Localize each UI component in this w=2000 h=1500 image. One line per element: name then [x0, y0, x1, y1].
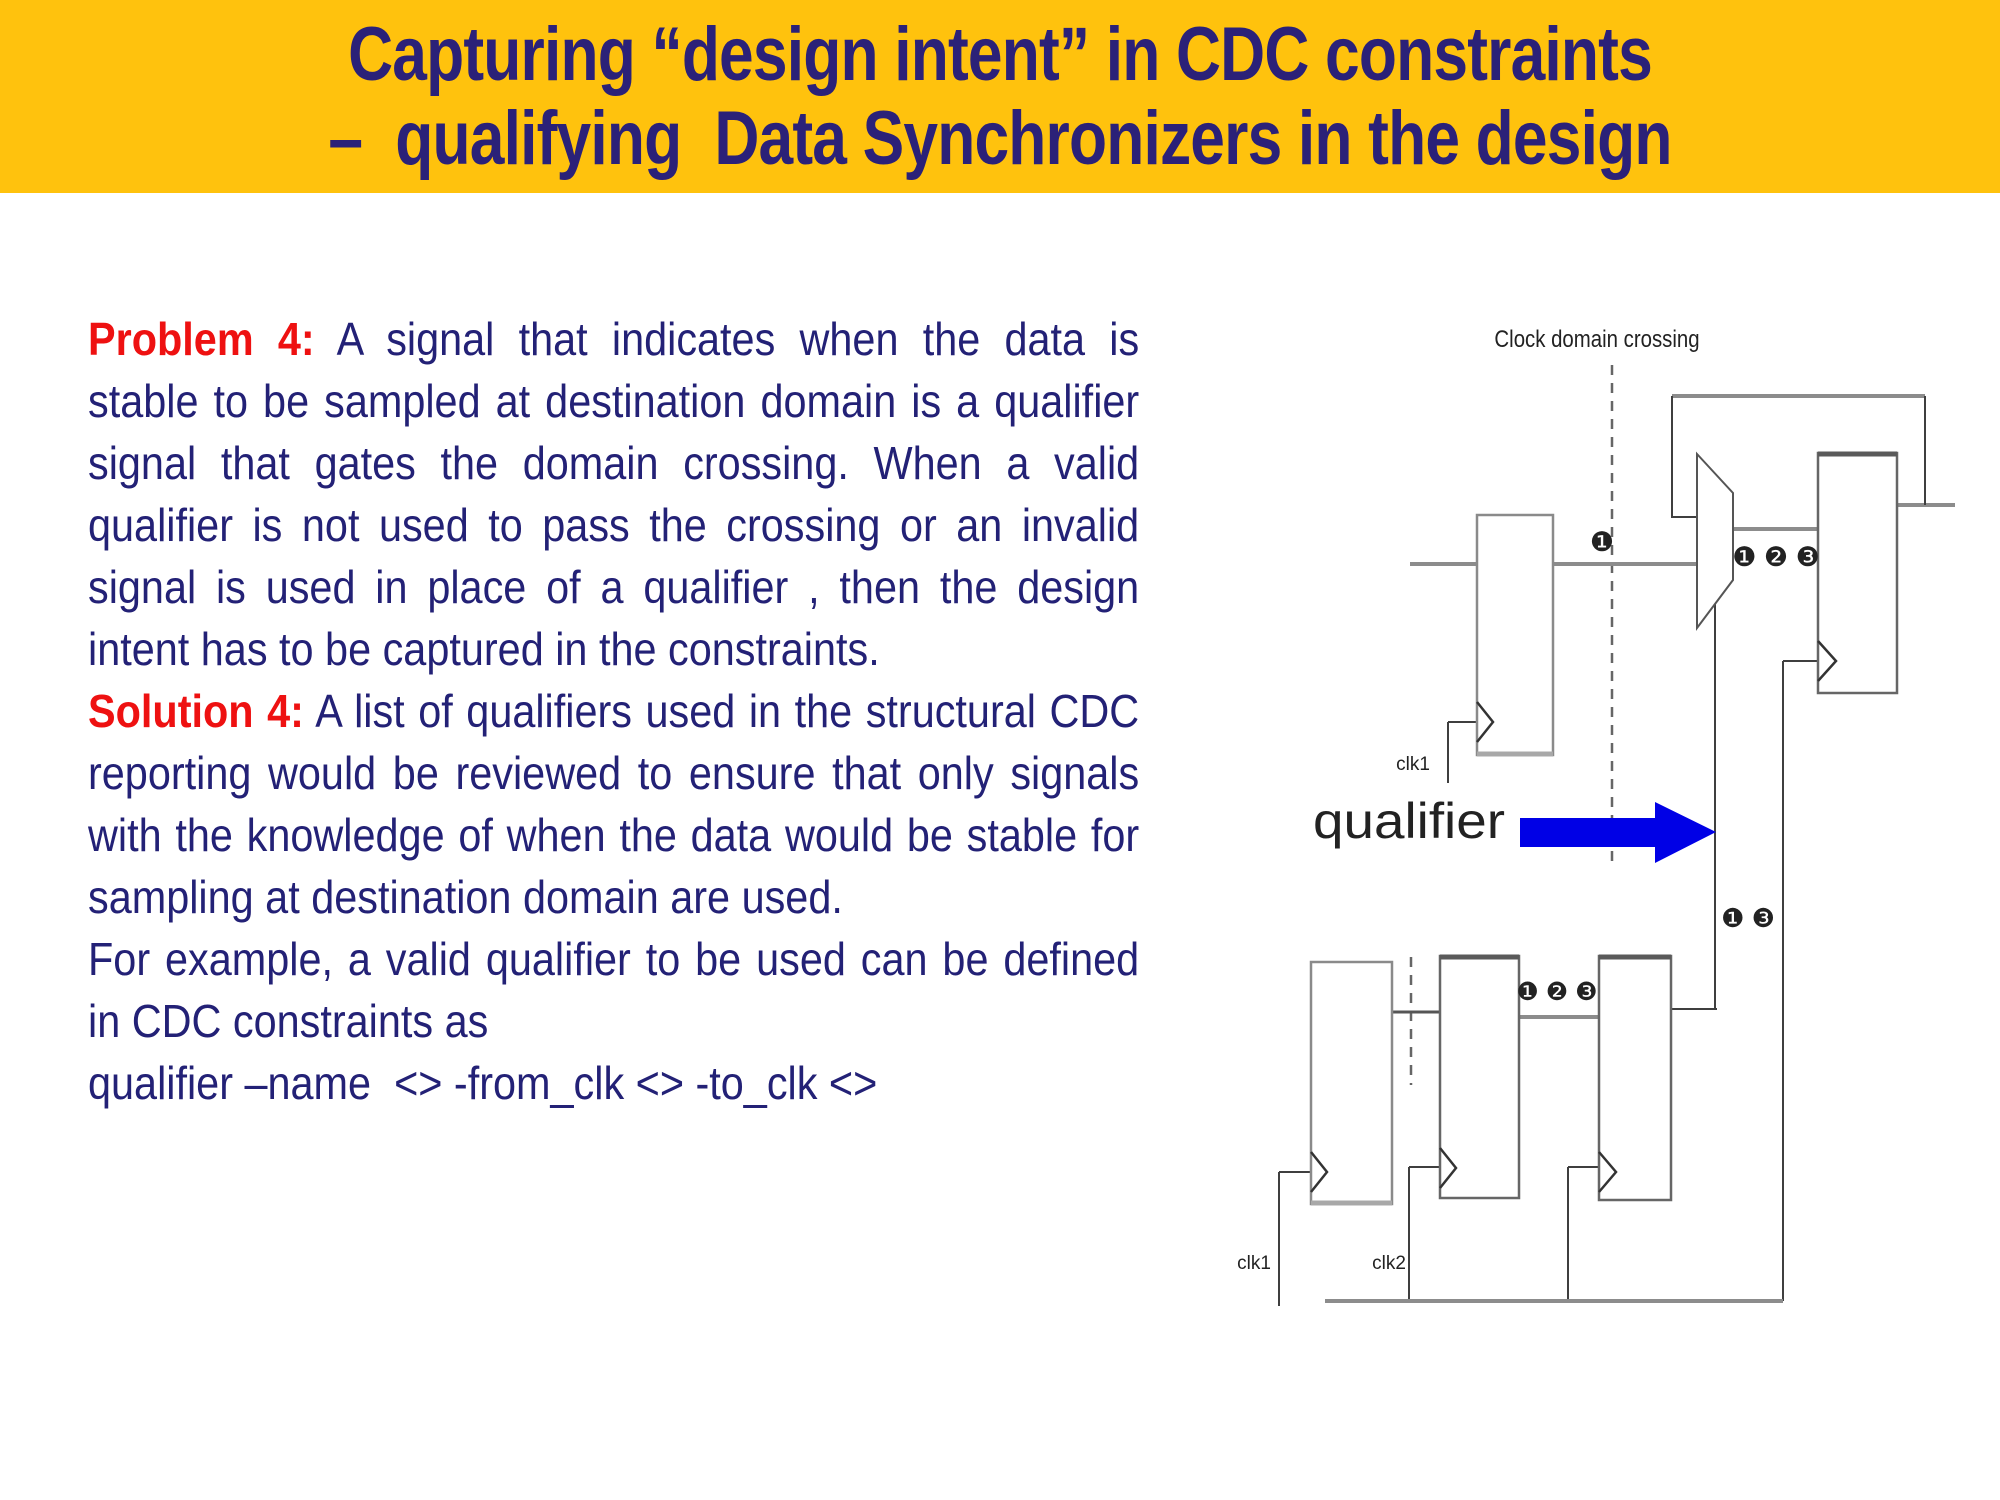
flip-flop-destination-clock-chevron — [1817, 640, 1838, 682]
flip-flop-sync2 — [1438, 954, 1521, 1200]
body-text-column: Problem 4: A signal that indicates when … — [88, 308, 1139, 1114]
title-line-2: – qualifying Data Synchronizers in the d… — [328, 95, 1672, 181]
flip-flop-sync1-clock-chevron — [1310, 1151, 1329, 1193]
flip-flop-sync3-clock-chevron — [1598, 1151, 1618, 1193]
flip-flop-destination — [1816, 451, 1899, 695]
title-line-1: Capturing “design intent” in CDC constra… — [348, 11, 1653, 97]
qualifier-arrow — [1520, 802, 1716, 863]
problem-text: A signal that indicates when the data is… — [88, 313, 1140, 675]
clk1-bottom-label: clk1 — [1237, 1253, 1271, 1274]
markers-sync-chain-icon: ❶ ❷ ❸ — [1516, 978, 1597, 1006]
solution-label: Solution 4: — [88, 685, 304, 737]
problem-label: Problem 4: — [88, 313, 315, 365]
top-circuit-wires — [1410, 394, 1955, 1301]
flip-flop-sync2-clock-chevron — [1439, 1147, 1458, 1189]
clock-domain-crossing-label: Clock domain crossing — [1494, 325, 1699, 352]
bottom-circuit-wires — [1278, 1008, 1783, 1306]
solution-paragraph: Solution 4: A list of qualifiers used in… — [88, 680, 1139, 928]
clock-domain-crossing-label-group: Clock domain crossing — [1494, 325, 1699, 352]
mux-shape — [1696, 451, 1734, 631]
flip-flop-sync3 — [1597, 954, 1673, 1202]
markers-qualifier-net-icon: ❶ ❸ — [1721, 903, 1775, 933]
clk1-top-label: clk1 — [1396, 754, 1430, 775]
flip-flop-sync1 — [1309, 960, 1394, 1206]
marker-source-path-icon: ❶ — [1590, 527, 1614, 557]
solution-text: A list of qualifiers used in the structu… — [88, 685, 1140, 923]
flip-flop-source-clock-chevron — [1476, 701, 1495, 743]
example-paragraph: For example, a valid qualifier to be use… — [88, 933, 1140, 1047]
title-banner: Capturing “design intent” in CDC constra… — [0, 0, 2000, 193]
problem-paragraph: Problem 4: A signal that indicates when … — [88, 308, 1139, 680]
markers-mux-output-icon: ❶ ❷ ❸ — [1732, 542, 1820, 572]
qualifier-label: qualifier — [1313, 793, 1505, 849]
qualifier-command-line: qualifier –name <> -from_clk <> -to_clk … — [88, 1057, 878, 1109]
clk2-bottom-label: clk2 — [1372, 1253, 1406, 1274]
cdc-diagram: Clock domain crossing clk1 qualifier clk… — [1237, 325, 1955, 1306]
flip-flop-source — [1475, 513, 1555, 757]
